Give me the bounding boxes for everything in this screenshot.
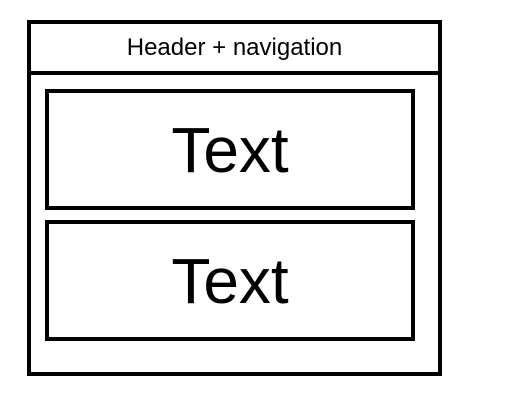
- header-navigation-bar: Header + navigation: [31, 24, 438, 75]
- text-block-2-label: Text: [171, 244, 289, 317]
- text-block-2: Text: [45, 220, 415, 341]
- text-block-1: Text: [45, 89, 415, 210]
- text-block-1-label: Text: [171, 113, 289, 186]
- header-label: Header + navigation: [126, 33, 343, 61]
- page-wireframe: Header + navigation Text Text: [27, 20, 442, 376]
